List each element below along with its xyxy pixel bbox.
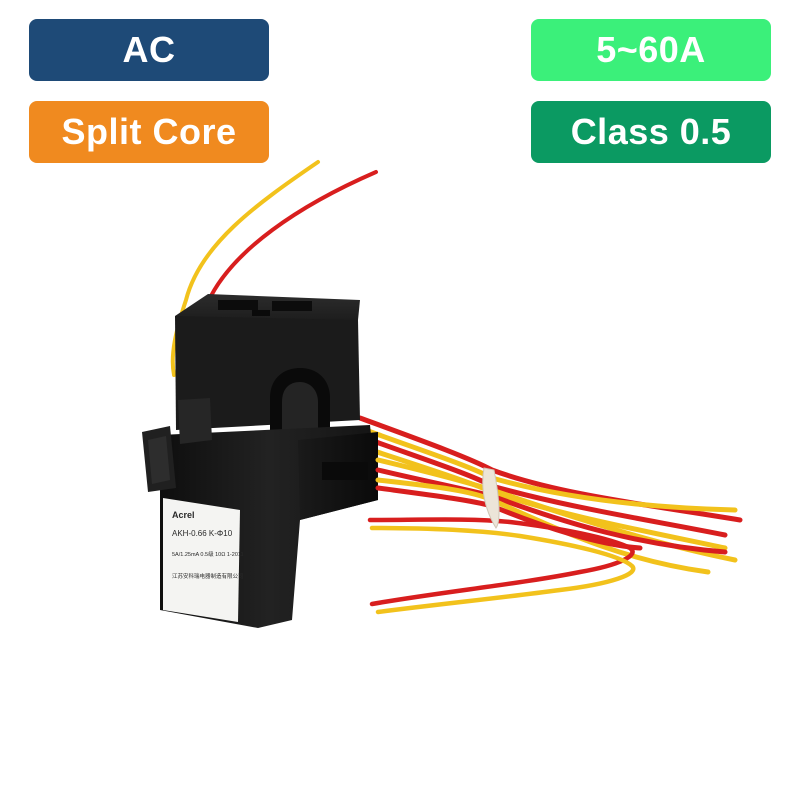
model-text: AKH-0.66 K-Φ10	[172, 529, 233, 538]
ac-badge: AC	[29, 19, 269, 81]
maker-text: 江苏安科瑞电器制造有限公司	[172, 572, 244, 580]
brand-text: Acrel	[172, 510, 195, 520]
side-latch	[142, 398, 212, 492]
split-core-badge: Split Core	[29, 101, 269, 163]
current-range-badge: 5~60A	[531, 19, 771, 81]
wire-bundle-front	[367, 457, 738, 615]
transformer-body	[142, 294, 378, 628]
accuracy-class-badge: Class 0.5	[531, 101, 771, 163]
product-label: Acrel AKH-0.66 K-Φ10 5A/1.25mA 0.5级 10Ω …	[172, 510, 244, 580]
spec-text: 5A/1.25mA 0.5级 10Ω 1-2011	[172, 550, 244, 558]
